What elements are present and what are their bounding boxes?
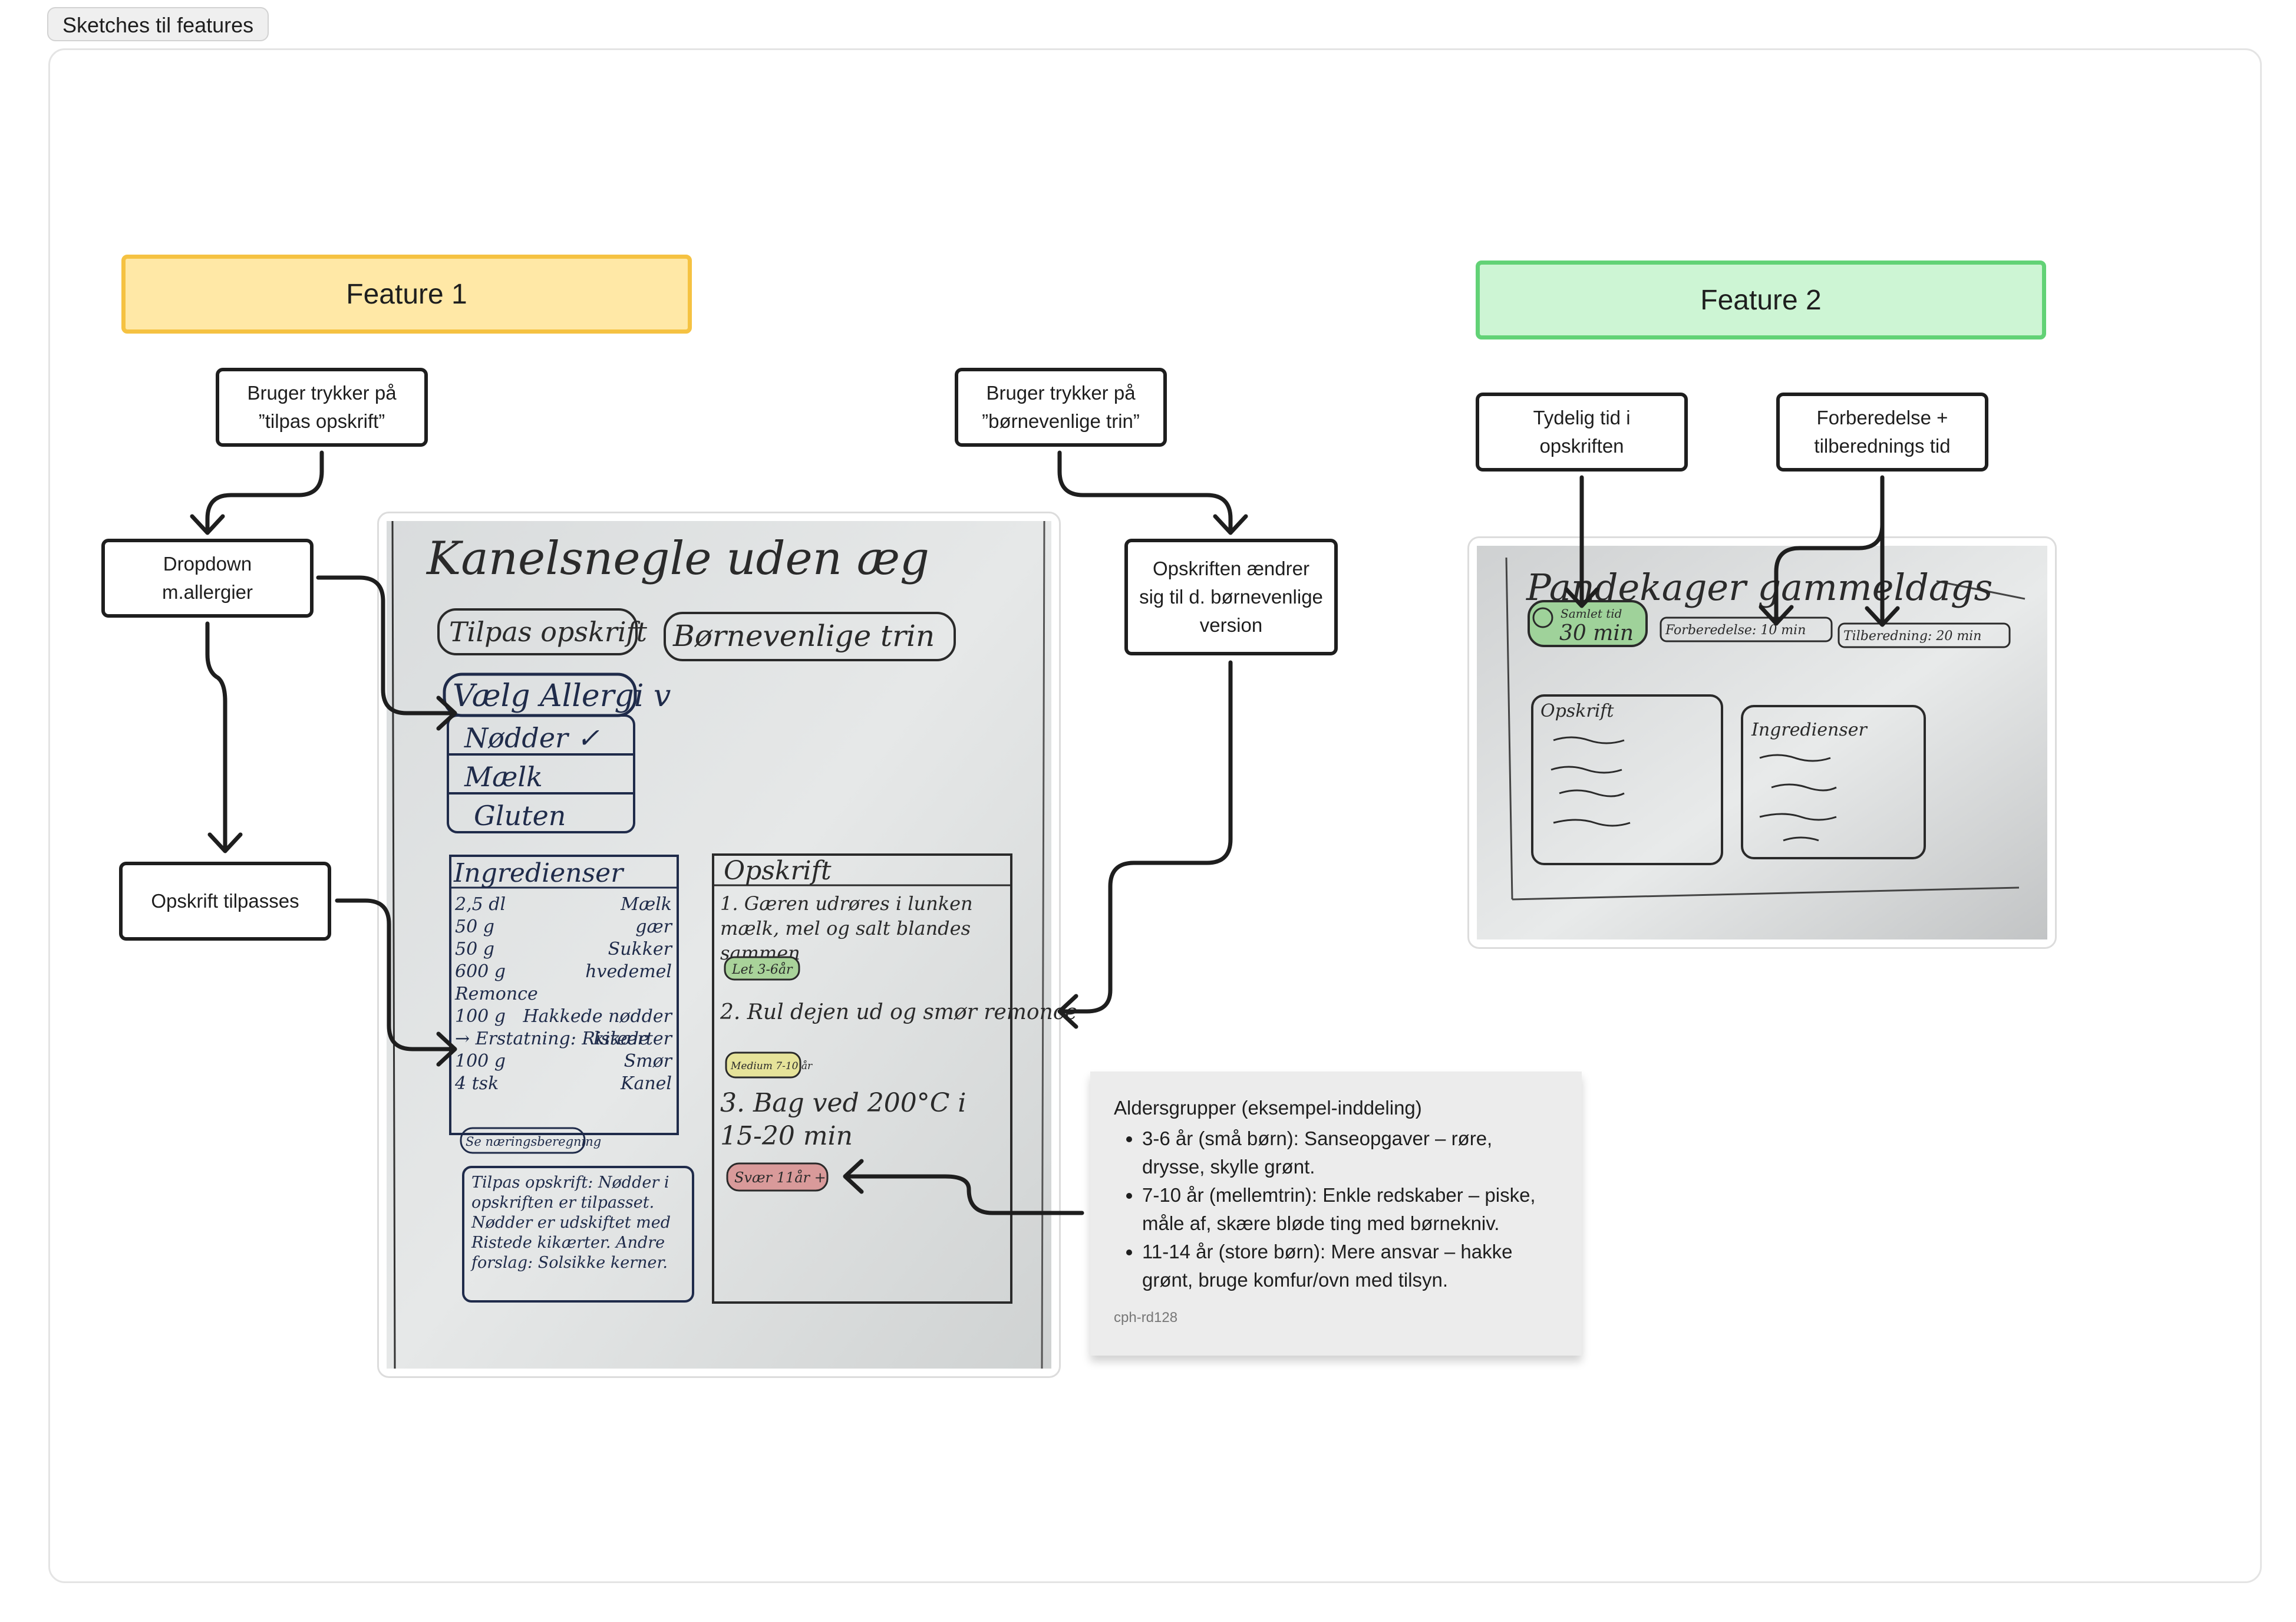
sketch-1-step-1: 1. Gæren udrøres i lunken mælk, mel og s… — [720, 892, 973, 964]
node-dropdown-allergies[interactable]: Dropdown m.allergier — [101, 539, 314, 618]
sketch-2-recipe-box: Opskrift — [1540, 701, 1614, 721]
sketch-1-note: Tilpas opskrift: Nødder i opskriften er … — [471, 1173, 671, 1272]
sketch-1-ingredient-amount: 2,5 dl — [454, 894, 506, 915]
arrow-dropdown-to-adjusted — [205, 621, 227, 851]
sketch-1-ingredient-amount: 4 tsk — [454, 1073, 499, 1094]
node-recipe-adjusted[interactable]: Opskrift tilpasses — [119, 862, 331, 941]
sketch-1-ingredient-name: Mælk — [620, 894, 672, 915]
sketch-1-badge-easy: Let 3-6år — [731, 961, 793, 977]
sketch-1-ingredient-name: hvedemel — [585, 961, 672, 982]
sketch-1-ingredient-amount: Remonce — [454, 984, 538, 1004]
sketch-1-ingredient-amount: → Erstatning: Ristede — [455, 1028, 649, 1049]
sketch-1-ingredient-amount: 50 g — [455, 917, 494, 937]
section-title-tab[interactable]: Sketches til features — [47, 7, 269, 41]
sticky-heading: Aldersgrupper (eksempel-inddeling) — [1114, 1097, 1422, 1119]
sketch-2-photo: Pandekager gammeldags Samlet tid 30 min … — [1477, 546, 2047, 939]
feature-1-header[interactable]: Feature 1 — [121, 255, 692, 334]
arrow-prep-to-prep-label — [1774, 475, 1885, 624]
sticky-item-older-kids: 11-14 år (store børn): Mere ansvar – hak… — [1142, 1238, 1558, 1294]
sketch-1-ingredient-name: Kanel — [620, 1073, 672, 1094]
node-clear-time[interactable]: Tydelig tid i opskriften — [1476, 393, 1688, 472]
arrow-adjusted-to-sketch — [335, 898, 456, 1051]
sketch-section — [48, 48, 2262, 1583]
sketch-2-prep: Forberedelse: 10 min — [1665, 623, 1806, 638]
sketch-1-step-3: 3. Bag ved 200°C i 15-20 min — [720, 1088, 966, 1151]
sketch-1-dropdown-selected: Vælg Allergi v — [453, 678, 671, 714]
sketch-1-adjust-button: Tilpas opskrift — [449, 616, 648, 648]
sketch-1-photo: Kanelsnegle uden æg Tilpas opskrift Børn… — [387, 520, 1078, 1369]
sticky-author: cph-rd128 — [1114, 1310, 1178, 1326]
feature-2-header[interactable]: Feature 2 — [1476, 261, 2046, 339]
sketch-1-ingredient-name: kikærter — [593, 1028, 672, 1049]
sketch-1-option-nuts: Nødder ✓ — [464, 722, 599, 754]
arrow-dropdown-to-sketch — [316, 575, 456, 716]
node-tap-adjust-recipe[interactable]: Bruger trykker på ”tilpas opskrift” — [216, 368, 428, 447]
arrow-sticky-to-hard-badge — [844, 1174, 1084, 1215]
sticky-item-small-kids: 3-6 år (små børn): Sanseopgaver – røre, … — [1142, 1125, 1558, 1181]
sketch-1-option-gluten: Gluten — [474, 800, 566, 832]
arrow-kids-to-change — [1057, 450, 1233, 533]
sketch-1-drawing: Kanelsnegle uden æg Tilpas opskrift Børn… — [387, 520, 1078, 1369]
sketch-1-badge-medium: Medium 7-10 år — [730, 1060, 813, 1072]
sketch-1-ingredients-title: Ingredienser — [453, 858, 625, 888]
node-prep-cook-time[interactable]: Forberedelse + tilberednings tid — [1776, 393, 1988, 472]
arrow-change-to-sketch — [1058, 660, 1233, 1014]
sketch-1-recipe-title: Opskrift — [724, 856, 832, 886]
sketch-2-total-label: Samlet tid — [1561, 606, 1622, 621]
sketch-2-total-value: 30 min — [1559, 621, 1634, 645]
sketch-1-ingredient-amount: 100 g — [455, 1051, 506, 1072]
sticky-list: 3-6 år (små børn): Sanseopgaver – røre, … — [1114, 1125, 1558, 1294]
node-recipe-changes[interactable]: Opskriften ændrer sig til d. børnevenlig… — [1124, 539, 1338, 655]
sticky-item-middle-kids: 7-10 år (mellemtrin): Enkle redskaber – … — [1142, 1181, 1558, 1238]
sticky-note-age-groups[interactable]: Aldersgrupper (eksempel-inddeling) 3-6 å… — [1090, 1072, 1582, 1356]
arrow-adjust-to-dropdown — [205, 450, 324, 533]
node-tap-kids-steps[interactable]: Bruger trykker på ”børnevenlige trin” — [955, 368, 1167, 447]
sketch-1-ingredient-name: Sukker — [608, 939, 673, 960]
feature-2-label: Feature 2 — [1700, 284, 1822, 316]
sketch-1-ingredient-amount: 100 g — [455, 1006, 506, 1027]
sketch-1-ingredient-name: gær — [635, 917, 672, 937]
sketch-2-ingredients-box: Ingredienser — [1751, 720, 1868, 740]
sketch-1-title: Kanelsnegle uden æg — [425, 532, 929, 585]
sketch-1-ingredient-name: Smør — [624, 1051, 673, 1072]
sketch-1-ingredient-amount: 600 g — [455, 961, 506, 982]
sketch-1-badge-hard: Svær 11år + — [734, 1169, 826, 1186]
sketch-1-ingredient-amount: 50 g — [455, 939, 494, 960]
feature-1-label: Feature 1 — [346, 278, 467, 310]
sketch-1-ingredient-name: Hakkede nødder — [522, 1006, 672, 1027]
sketch-1-nutrition-button: Se næringsberegning — [466, 1135, 601, 1149]
sketch-2-cook: Tilberedning: 20 min — [1843, 629, 1981, 644]
sketch-1-step-2: 2. Rul dejen ud og smør remonce — [720, 1000, 1078, 1024]
sketch-1-kids-button: Børnevenlige trin — [672, 619, 935, 653]
sketch-2-drawing: Pandekager gammeldags Samlet tid 30 min … — [1477, 546, 2047, 939]
sketch-1-option-milk: Mælk — [464, 761, 543, 793]
